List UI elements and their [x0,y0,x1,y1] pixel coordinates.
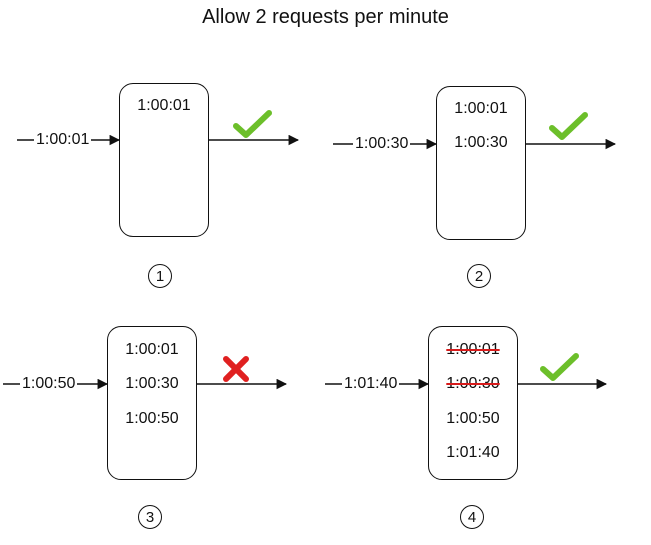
window-box-4: 1:00:01 1:00:30 1:00:50 1:01:40 [428,326,518,480]
window-entry: 1:00:01 [454,100,508,117]
check-mark-icon [549,112,588,140]
step-number-1: 1 [148,264,172,288]
window-entry-expired: 1:00:01 [446,341,500,358]
step-number-2: 2 [467,264,491,288]
window-entry: 1:00:30 [125,375,179,392]
incoming-request-3: 1:00:50 [20,374,78,394]
cross-mark-icon [223,356,249,382]
incoming-request-4: 1:01:40 [342,374,400,394]
incoming-request-1: 1:00:01 [34,130,92,150]
step-number-4: 4 [460,505,484,529]
window-entry: 1:00:50 [125,410,179,427]
check-mark-icon [540,353,579,381]
window-box-2: 1:00:01 1:00:30 [436,86,526,240]
window-entry-expired: 1:00:30 [446,375,500,392]
diagram-title: Allow 2 requests per minute [202,6,449,28]
check-mark-icon [233,110,272,138]
window-entry: 1:00:50 [446,410,500,427]
window-box-3: 1:00:01 1:00:30 1:00:50 [107,326,197,480]
window-entry: 1:00:01 [137,97,191,114]
step-number-3: 3 [138,505,162,529]
window-box-1: 1:00:01 [119,83,209,237]
window-entry: 1:00:01 [125,341,179,358]
incoming-request-2: 1:00:30 [353,134,411,154]
window-entry: 1:00:30 [454,134,508,151]
window-entry: 1:01:40 [446,444,500,461]
